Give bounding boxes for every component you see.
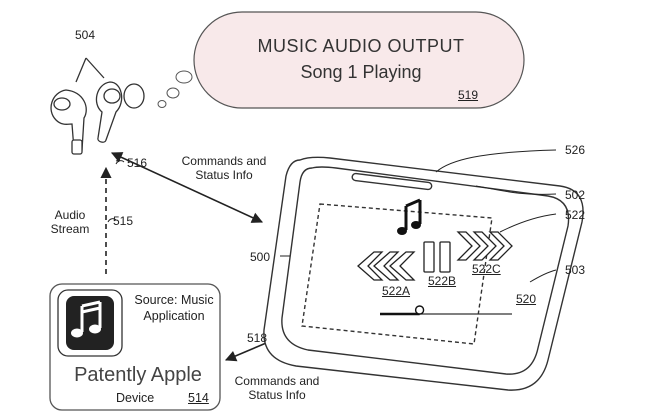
rewind-button-ref: 522A [382,284,411,298]
next-button-ref: 522C [472,262,501,276]
rewind-icon[interactable] [357,251,416,281]
music-note-icon [397,198,422,235]
case-body-ref: 502 [565,188,586,202]
link-ref-516: 516 [127,156,148,170]
earbuds-ref: 504 [75,28,96,42]
progress-slider[interactable] [380,305,512,316]
cloud-subtitle: Song 1 Playing [300,62,422,82]
device-ref: 514 [188,391,209,405]
commands-bottom-line1: Commands and [234,374,320,388]
device [49,283,221,411]
commands-top-line2: Status Info [195,168,253,182]
music-note-app-icon [71,300,102,338]
display-ref: 520 [516,292,537,306]
audio-stream-ref: 515 [113,214,134,228]
thought-cloud [157,11,525,109]
audio-stream-line1: Audio [54,208,86,222]
link-ref-518: 518 [247,331,268,345]
case-ref: 500 [250,250,271,264]
commands-link-earbuds [110,152,264,223]
fast-forward-icon[interactable] [456,231,513,261]
device-source-label: Source: Music Application [134,293,214,323]
audio-stream-line2: Stream [50,222,90,236]
commands-bottom-line2: Status Info [248,388,306,402]
commands-top-line1: Commands and [181,154,267,168]
screen-ref: 503 [565,263,586,277]
controls-ref: 522 [565,208,586,222]
pause-button-ref: 522B [428,274,457,288]
device-brand: Patently Apple [74,364,202,386]
earbuds [50,57,145,155]
cloud-title: MUSIC AUDIO OUTPUT [257,36,465,56]
device-label: Device [116,391,155,405]
pause-icon[interactable] [423,241,451,273]
cloud-ref: 519 [458,88,479,102]
slot-ref: 526 [565,143,586,157]
charging-case [263,156,584,391]
